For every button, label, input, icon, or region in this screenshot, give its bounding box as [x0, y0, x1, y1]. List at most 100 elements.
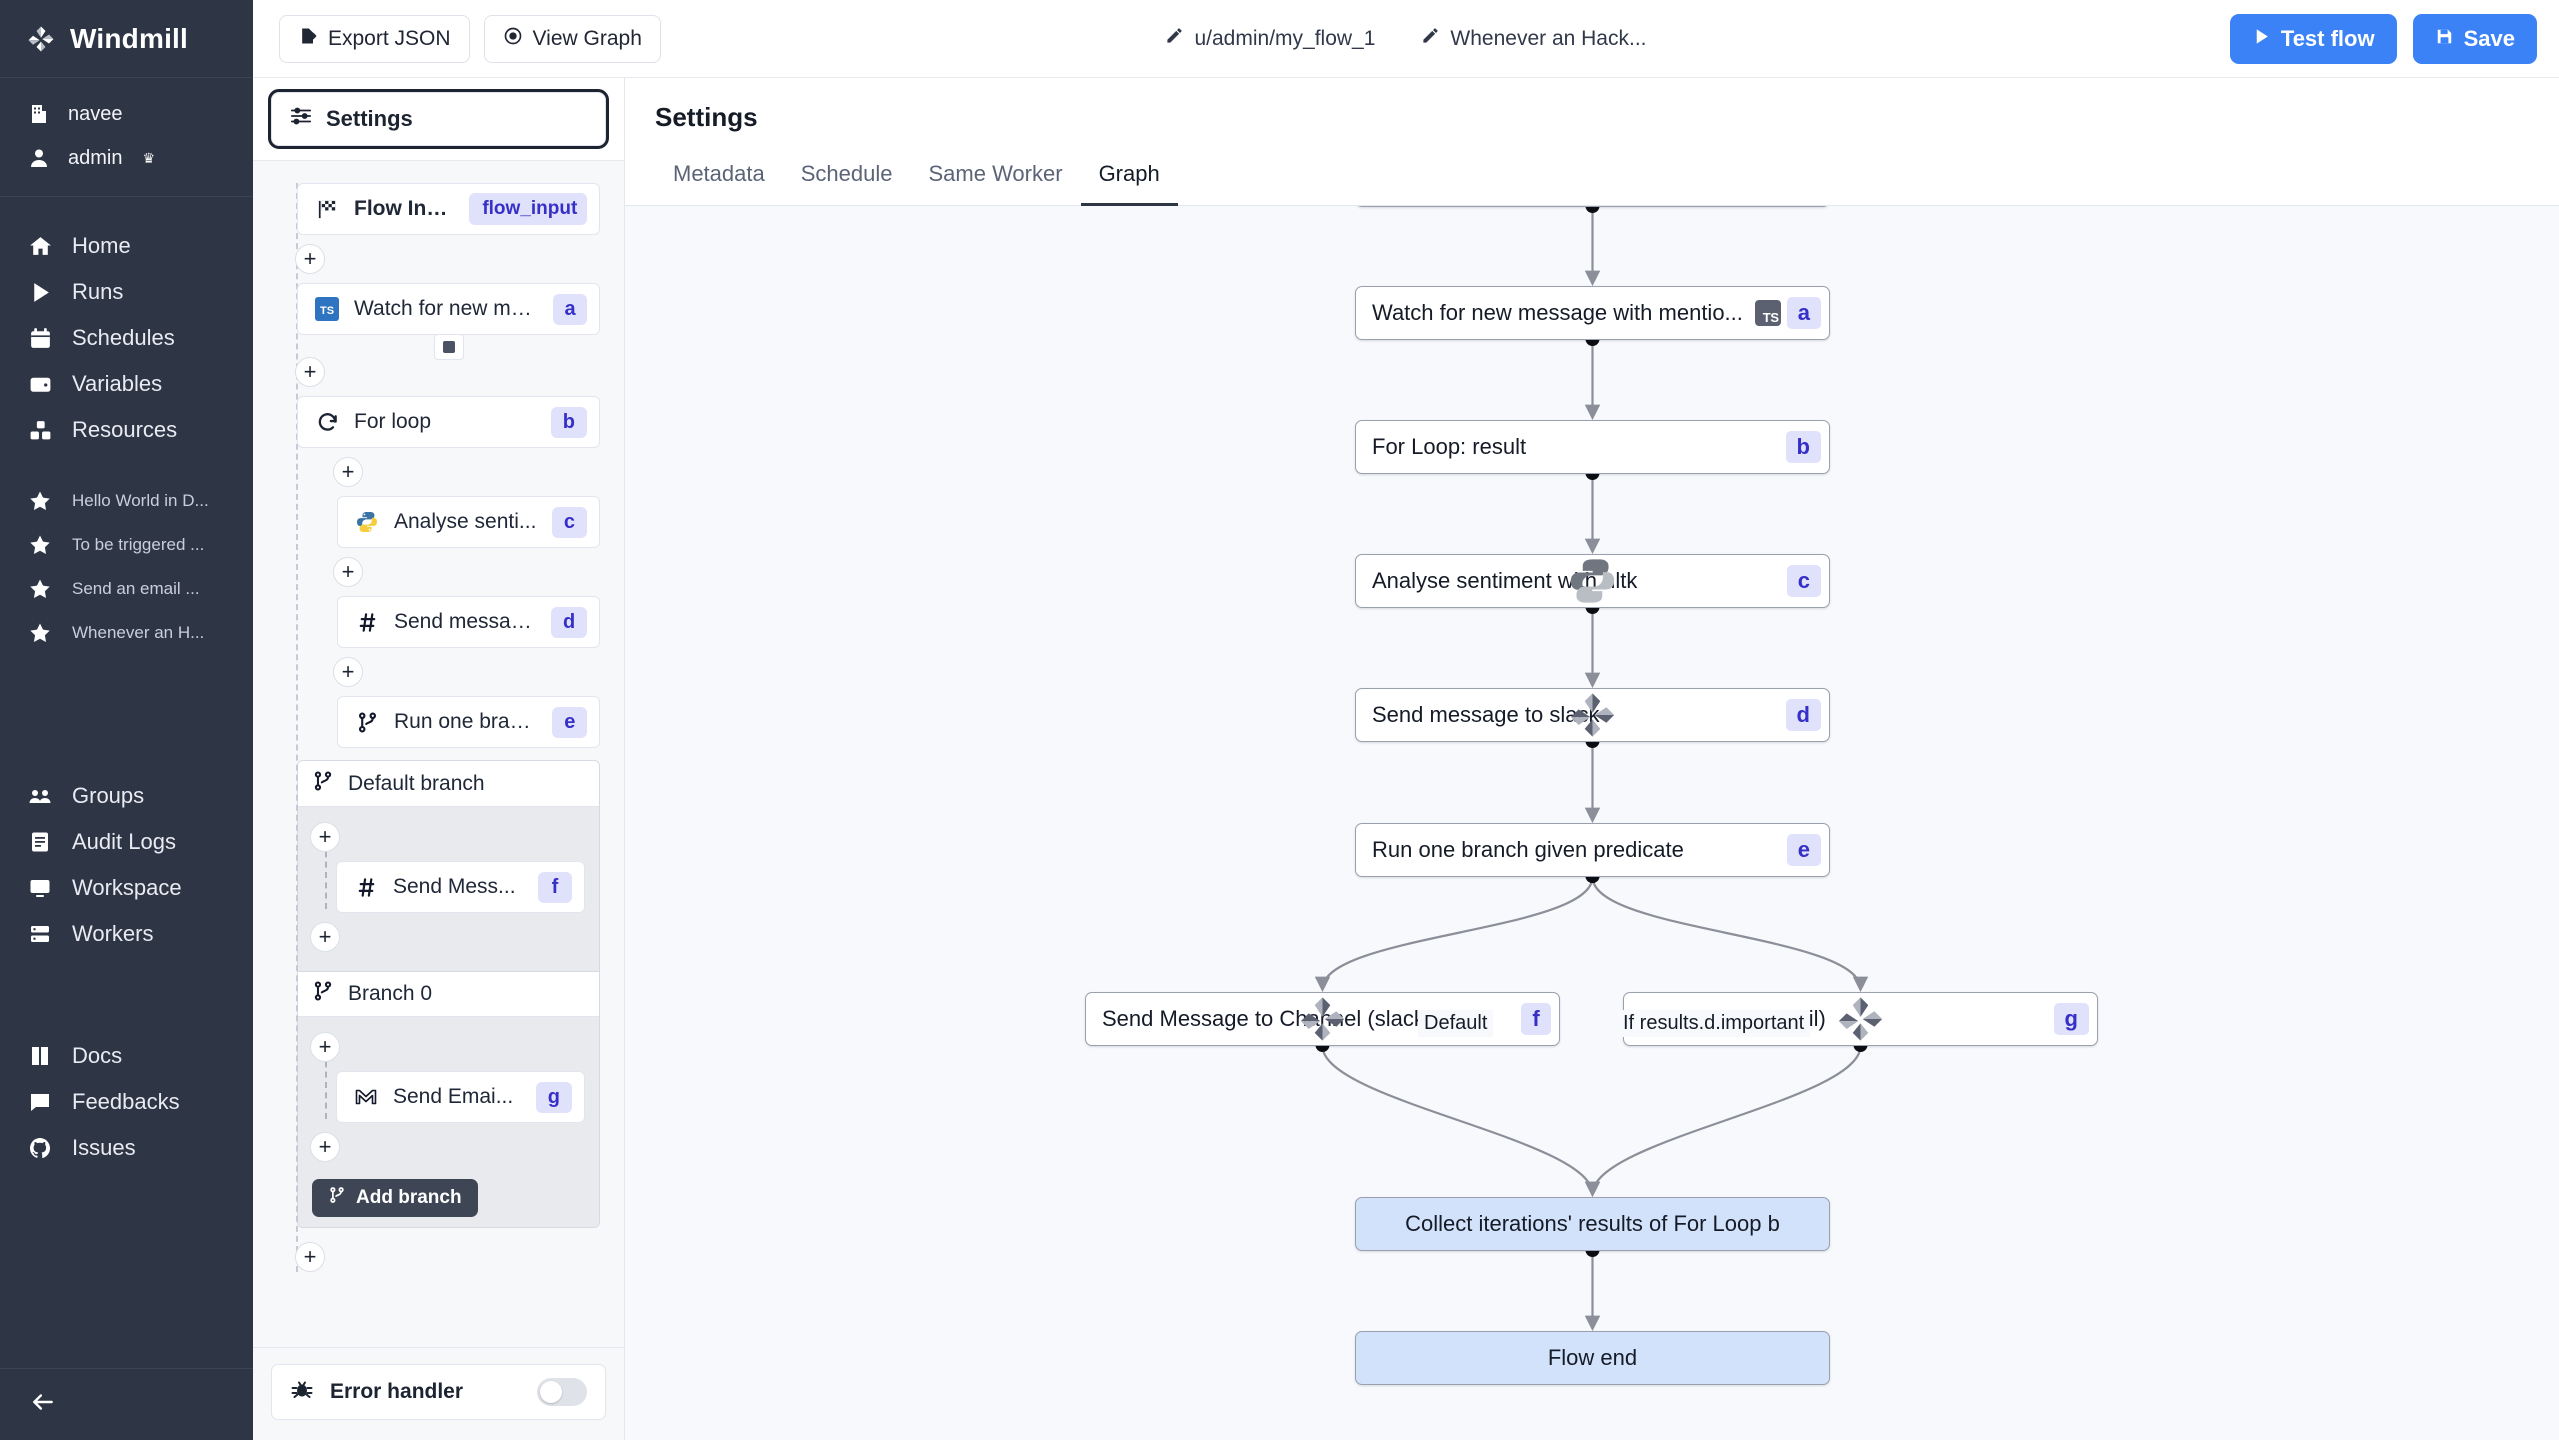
- step-pill: c: [551, 506, 587, 538]
- graph-node-icons: c: [1570, 559, 1821, 603]
- step-b[interactable]: For loop b: [297, 396, 600, 448]
- star-icon: [26, 531, 54, 559]
- tab-metadata[interactable]: Metadata: [673, 161, 765, 186]
- sidebar-item-workers[interactable]: Workers: [0, 911, 253, 957]
- add-branch-label: Add branch: [356, 1187, 462, 1208]
- topbar: Export JSON View Graph u/admin/my_flow_1: [253, 0, 2559, 78]
- admin-nav: Groups Audit Logs: [0, 773, 253, 957]
- favorite-item-2[interactable]: Send an email ...: [0, 567, 253, 611]
- flow-identity: u/admin/my_flow_1 Whenever an Hack...: [253, 26, 2559, 51]
- brand[interactable]: Windmill: [0, 0, 253, 78]
- test-flow-label: Test flow: [2280, 25, 2375, 51]
- step-pill: e: [552, 706, 587, 738]
- sidebar-item-schedules[interactable]: Schedules: [0, 315, 253, 361]
- favorite-item-3[interactable]: Whenever an H...: [0, 611, 253, 655]
- stop-button[interactable]: [433, 334, 464, 360]
- add-step-button[interactable]: +: [310, 1132, 340, 1162]
- branch-head-0[interactable]: Branch 0: [298, 971, 599, 1017]
- add-step-button[interactable]: +: [310, 1032, 340, 1062]
- tab-graph[interactable]: Graph: [1080, 151, 1178, 206]
- favorite-item-1[interactable]: To be triggered ...: [0, 523, 253, 567]
- collapse-sidebar-button[interactable]: [0, 1368, 253, 1440]
- step-d[interactable]: Send messag... d: [337, 596, 600, 648]
- graph-node-icons: f: [1300, 997, 1551, 1041]
- body-split: Settings: [253, 78, 2559, 1440]
- favorite-item-0[interactable]: Hello World in D...: [0, 479, 253, 523]
- step-g[interactable]: Send Emai... g: [336, 1071, 585, 1123]
- user-menu[interactable]: admin ♛: [0, 136, 253, 180]
- tab-schedule[interactable]: Schedule: [800, 161, 893, 186]
- sidebar-item-issues[interactable]: Issues: [0, 1125, 253, 1171]
- typescript-icon: TS: [1754, 300, 1781, 326]
- star-icon: [26, 487, 54, 515]
- flow-graph-canvas[interactable]: Flow startWatch for new message with men…: [625, 206, 2559, 1440]
- flow-editor-pane: Settings: [253, 78, 625, 1440]
- view-graph-button[interactable]: View Graph: [483, 14, 661, 63]
- sidebar-item-variables[interactable]: Variables: [0, 361, 253, 407]
- graph-node-pill: g: [2053, 1003, 2089, 1035]
- graph-node-start[interactable]: Flow start: [1355, 206, 1830, 207]
- error-handler-toggle[interactable]: [537, 1378, 587, 1406]
- graph-node-label: For Loop: result: [1372, 434, 1527, 459]
- gmail-icon: [353, 1084, 379, 1110]
- account-block: navee admin ♛: [0, 78, 253, 197]
- sidebar-item-audit-logs[interactable]: Audit Logs: [0, 819, 253, 865]
- graph-node-end[interactable]: Flow end: [1355, 1331, 1830, 1385]
- step-e[interactable]: Run one branch e: [337, 696, 600, 748]
- flow-path[interactable]: u/admin/my_flow_1: [1165, 26, 1375, 51]
- add-step-button[interactable]: +: [333, 457, 363, 487]
- flow-summary[interactable]: Whenever an Hack...: [1421, 26, 1647, 51]
- settings-button[interactable]: Settings: [268, 89, 609, 149]
- step-f[interactable]: Send Mess... f: [336, 861, 585, 913]
- sidebar-item-resources[interactable]: Resources: [0, 407, 253, 453]
- flag-icon: [314, 196, 340, 222]
- error-handler-label: Error handler: [330, 1380, 464, 1403]
- settings-wrap: Settings: [253, 78, 624, 161]
- graph-node-pill: f: [1521, 1003, 1551, 1035]
- export-json-label: Export JSON: [328, 26, 451, 50]
- sidebar-item-docs[interactable]: Docs: [0, 1033, 253, 1079]
- save-button[interactable]: Save: [2412, 13, 2537, 64]
- add-step-button[interactable]: +: [333, 557, 363, 587]
- sidebar-item-groups[interactable]: Groups: [0, 773, 253, 819]
- branch-container: Default branch +: [297, 760, 600, 1228]
- graph-node-pill: d: [1785, 699, 1821, 731]
- calendar-icon: [26, 324, 54, 352]
- svg-text:TS: TS: [320, 305, 334, 317]
- sidebar-item-workspace[interactable]: Workspace: [0, 865, 253, 911]
- test-flow-button[interactable]: Test flow: [2229, 13, 2397, 64]
- add-step-button[interactable]: +: [295, 1242, 325, 1272]
- branch-body-0: + Send Emai... g: [298, 1017, 599, 1227]
- graph-node-collect[interactable]: Collect iterations' results of For Loop …: [1355, 1197, 1830, 1251]
- sidebar-item-runs[interactable]: Runs: [0, 269, 253, 315]
- add-step-button[interactable]: +: [295, 244, 325, 274]
- sidebar-item-home[interactable]: Home: [0, 223, 253, 269]
- play-icon: [2252, 26, 2271, 52]
- step-a[interactable]: TS Watch for new mes... a: [297, 283, 600, 360]
- workspace-selector[interactable]: navee: [0, 92, 253, 136]
- step-pill: flow_input: [469, 193, 587, 225]
- sidebar-item-feedbacks[interactable]: Feedbacks: [0, 1079, 253, 1125]
- add-step-button[interactable]: +: [310, 822, 340, 852]
- graph-node-label: Watch for new message with mentio...: [1372, 300, 1743, 325]
- step-c[interactable]: Analyse senti... c: [337, 496, 600, 548]
- branch-head-default[interactable]: Default branch: [298, 761, 599, 807]
- error-handler-row[interactable]: Error handler: [271, 1364, 606, 1420]
- step-label: Run one branch: [394, 710, 539, 733]
- add-step-button[interactable]: +: [333, 657, 363, 687]
- step-flow-input[interactable]: Flow Input flow_input: [297, 183, 600, 235]
- export-json-button[interactable]: Export JSON: [279, 14, 470, 63]
- add-step-button[interactable]: +: [310, 922, 340, 952]
- steps-column: Flow Input flow_input + TS: [253, 183, 624, 1272]
- tab-same-worker[interactable]: Same Worker: [928, 161, 1063, 186]
- steps-scroll[interactable]: Flow Input flow_input + TS: [253, 161, 624, 1347]
- add-branch-button[interactable]: Add branch: [312, 1179, 478, 1217]
- add-step-button[interactable]: +: [295, 357, 325, 387]
- graph-node-label: Collect iterations' results of For Loop …: [1405, 1211, 1780, 1236]
